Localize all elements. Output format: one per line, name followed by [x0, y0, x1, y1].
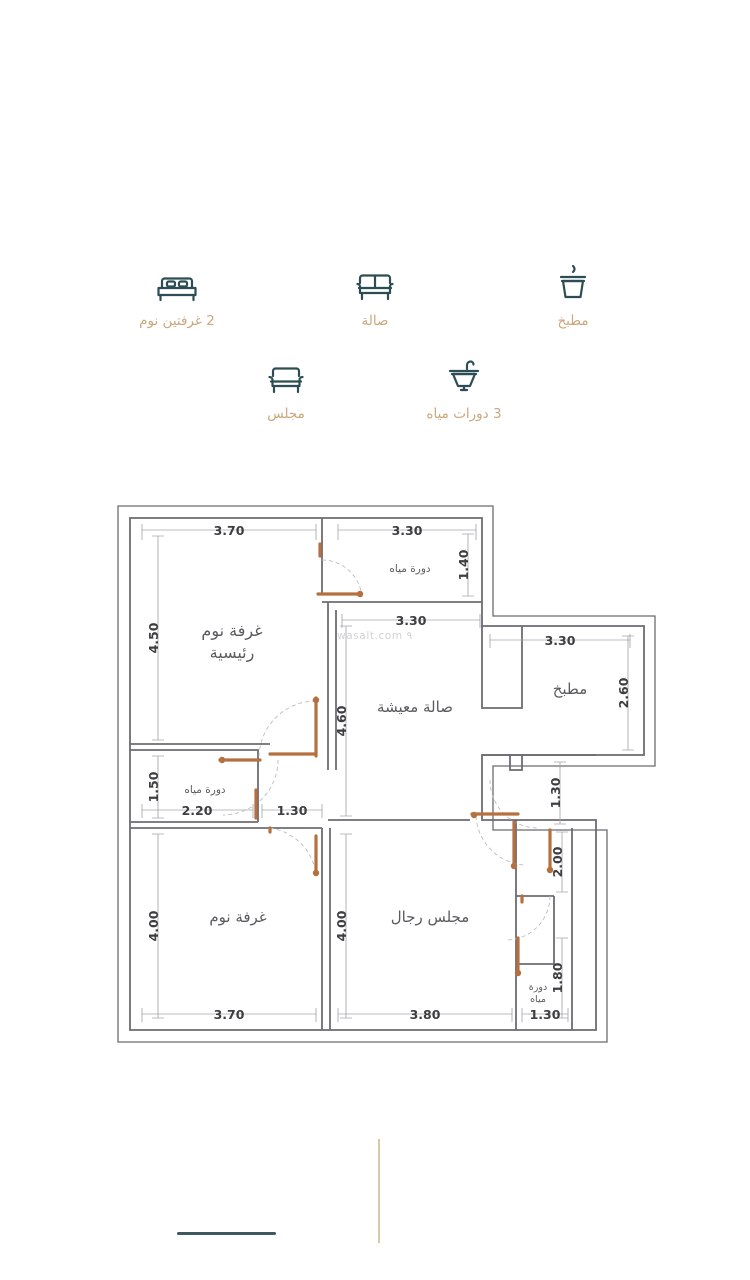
door-swing-arcs	[222, 559, 551, 941]
room-labels: غرفة نوم رئيسية دورة مياه صالة معيشة مطب…	[184, 563, 587, 1005]
amenity-majlis-label: مجلس	[267, 406, 305, 422]
internal-walls	[130, 518, 596, 1030]
watermark: wasalt.com ٩	[337, 630, 413, 642]
amenity-bathrooms: 3 دورات مياه	[394, 355, 534, 422]
amenity-majlis: مجلس	[216, 355, 356, 422]
dim-corridor-width: 1.30	[277, 803, 308, 818]
floor-plan-drawing: غرفة نوم رئيسية دورة مياه صالة معيشة مطب…	[110, 498, 662, 1050]
room-label-living-hall: صالة معيشة	[377, 698, 453, 716]
room-label-bedroom-2: غرفة نوم	[209, 908, 266, 926]
amenity-bathrooms-label: 3 دورات مياه	[426, 406, 502, 422]
bed-icon	[156, 262, 198, 304]
amenities-section: مطبخ صالة	[0, 262, 750, 422]
dim-majlis-height: 4.00	[334, 910, 349, 941]
sink-icon	[446, 355, 482, 397]
room-label-bathroom-3-2: مياه	[530, 994, 546, 1005]
bottom-indicator-bar	[177, 1232, 276, 1235]
floor-plan-svg: غرفة نوم رئيسية دورة مياه صالة معيشة مطب…	[117, 505, 656, 1043]
kitchen-pot-icon	[556, 262, 590, 304]
dim-bedroom2-width: 3.70	[214, 1007, 245, 1022]
amenity-kitchen-label: مطبخ	[557, 313, 589, 329]
dim-bath3-width: 1.30	[530, 1007, 561, 1022]
room-label-majlis: مجلس رجال	[391, 908, 470, 926]
amenity-hall-label: صالة	[361, 313, 389, 329]
amenity-bedrooms-label: 2 غرفتين نوم	[139, 313, 215, 329]
amenity-kitchen: مطبخ	[503, 262, 643, 329]
sofa-icon	[355, 262, 395, 304]
dim-bath2-width: 2.20	[182, 803, 213, 818]
dim-majlis-width: 3.80	[410, 1007, 441, 1022]
amenity-hall: صالة	[305, 262, 445, 329]
room-label-bathroom-1: دورة مياه	[389, 563, 430, 575]
dim-top-left: 3.70	[214, 523, 245, 538]
door-hinge-dots	[218, 590, 554, 977]
dim-right-mid: 2.00	[550, 846, 565, 877]
room-label-master-bedroom-2: رئيسية	[210, 643, 255, 663]
dim-right-upper: 1.30	[548, 777, 563, 808]
armchair-icon	[266, 355, 306, 397]
vertical-divider	[378, 1139, 380, 1243]
dim-bath3-height: 1.80	[550, 962, 565, 993]
room-label-bathroom-3: دورة	[529, 982, 547, 993]
dim-kitchen-width: 3.30	[545, 633, 576, 648]
dim-kitchen-height: 2.60	[616, 677, 631, 708]
dim-hall-height: 4.60	[334, 705, 349, 736]
dimension-lines	[141, 524, 634, 1022]
doors	[218, 542, 552, 976]
dimension-labels: 3.70 3.30 3.30 3.30 2.20 1.30 3.70 3.80 …	[146, 523, 631, 1022]
amenities-row-1: مطبخ صالة	[0, 262, 750, 329]
room-label-bathroom-2: دورة مياه	[184, 784, 225, 796]
dim-bedroom2-height: 4.00	[146, 910, 161, 941]
outer-wall-inner	[129, 517, 645, 1031]
dim-master-height: 4.50	[146, 622, 161, 653]
outer-boundary	[117, 505, 656, 1043]
dim-hall-width: 3.30	[396, 613, 427, 628]
amenities-row-2: 3 دورات مياه مجلس	[0, 355, 750, 422]
amenity-bedrooms: 2 غرفتين نوم	[107, 262, 247, 329]
room-label-master-bedroom: غرفة نوم	[201, 621, 262, 641]
room-label-kitchen: مطبخ	[553, 680, 588, 698]
dim-top-right: 3.30	[392, 523, 423, 538]
dim-bath2-height: 1.50	[146, 771, 161, 802]
dim-bath1-height: 1.40	[456, 549, 471, 580]
